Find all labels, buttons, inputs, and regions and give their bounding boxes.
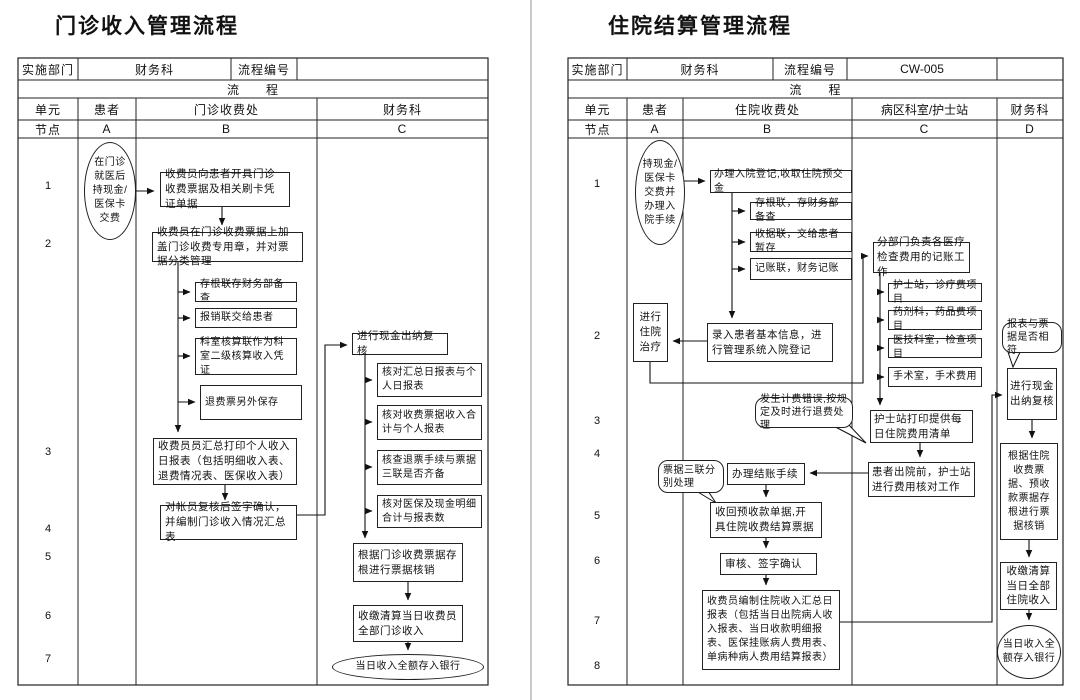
impl-dept-value: 财务科 — [680, 62, 720, 77]
page1-title: 门诊收入管理流程 — [55, 15, 239, 38]
lane-id-d: D — [1025, 122, 1035, 136]
flow-code-value: CW-005 — [900, 62, 944, 76]
node-number: 6 — [44, 610, 52, 622]
flow-step: 进行现金出纳复核 — [352, 330, 448, 357]
flow-substep: 退费票另外保存 — [200, 385, 302, 420]
flow-substep: 核对收费票据收入合计与个人报表 — [377, 405, 482, 440]
flow-step: 收缴清算当日全部住院收入 — [1000, 562, 1057, 610]
lane-header-patient: 患者 — [93, 102, 120, 117]
impl-dept-label: 实施部门 — [571, 62, 624, 77]
node-number: 1 — [44, 180, 52, 192]
flow-band-label: 流 程 — [226, 82, 279, 97]
flow-step: 分部门负责各医疗检查费用的记账工作 — [873, 236, 970, 278]
node-number: 2 — [44, 238, 52, 250]
flow-step: 对帐员复核后签字确认，并编制门诊收入情况汇总表 — [160, 501, 297, 543]
lane-header-cashier: 门诊收费处 — [193, 102, 259, 117]
flow-step: 收回预收款单据,开具住院收费结算票据 — [710, 502, 822, 538]
node-number: 7 — [44, 653, 52, 665]
flow-step: 审核、签字确认 — [720, 553, 817, 575]
flow-substep: 收据联，交给患者暂存 — [750, 229, 852, 254]
node-number: 2 — [593, 330, 601, 342]
node-number: 5 — [593, 510, 601, 522]
flow-substep: 核查退票手续与票据三联是否齐备 — [377, 450, 482, 485]
impl-dept-value: 财务科 — [134, 62, 174, 77]
page-divider — [530, 0, 532, 700]
page2-title: 住院结算管理流程 — [608, 15, 792, 38]
node-number: 7 — [593, 615, 601, 627]
lane-id-b: B — [221, 122, 231, 136]
lane-id-c: C — [397, 122, 408, 136]
node-number: 3 — [593, 415, 601, 427]
flow-substep: 医技科室，检查项目 — [888, 335, 982, 360]
annotation-callout: 报表与票据是否相符 — [1002, 319, 1062, 356]
flow-step: 办理入院登记,收取住院预交金 — [710, 169, 852, 194]
lane-id-a: A — [102, 122, 112, 136]
flow-code-value — [297, 58, 488, 80]
flow-substep: 记账联，财务记账 — [750, 258, 852, 280]
terminator-end: 当日收入全额存入银行 — [997, 625, 1061, 679]
node-number: 8 — [593, 660, 601, 672]
flow-substep: 手术室，手术费用 — [888, 367, 982, 387]
unit-label: 单元 — [34, 102, 61, 117]
flow-step: 办理结账手续 — [727, 463, 805, 485]
flow-substep: 药剂科，药品费项目 — [888, 307, 982, 332]
node-number: 6 — [593, 555, 601, 567]
flow-substep: 报销联交给患者 — [195, 308, 297, 328]
flow-step: 收费员编制住院收入汇总日报表（包括当日出院病人收入报表、当日收款明细报表、医保挂… — [702, 590, 840, 670]
lane-header-finance: 财务科 — [382, 102, 422, 117]
lane-id-a: A — [650, 122, 660, 136]
lane-header-patient: 患者 — [641, 102, 668, 117]
flow-band-label: 流 程 — [789, 82, 842, 97]
flow-step: 根据住院收费票据、预收款票据存根进行票据核销 — [1000, 443, 1058, 540]
lane-header-ward: 病区科室/护士站 — [880, 102, 969, 117]
flow-step: 进行住院治疗 — [633, 303, 668, 362]
terminator-start: 持现金/医保卡交费并办理入院手续 — [635, 140, 685, 245]
node-number: 4 — [593, 448, 601, 460]
terminator-start: 在门诊就医后持现金/医保卡交费 — [84, 142, 136, 240]
flow-step: 收费员员汇总打印个人收入日报表（包括明细收入表、退费情况表、医保收入表） — [153, 438, 297, 485]
flow-step: 进行现金出纳复核 — [1007, 368, 1057, 420]
flow-code-label: 流程编号 — [783, 62, 836, 77]
node-label: 节点 — [34, 122, 61, 137]
lane-id-b: B — [762, 122, 772, 136]
node-number: 5 — [44, 551, 52, 563]
lane-id-c: C — [919, 122, 930, 136]
flow-step: 护士站打印提供每日住院费用清单 — [870, 410, 973, 443]
flow-step: 根据门诊收费票据存根进行票据核销 — [353, 543, 463, 582]
flow-substep: 存根联存财务部备查 — [195, 279, 297, 304]
lane-header-cashier: 住院收费处 — [734, 102, 800, 117]
flow-step: 患者出院前，护士站进行费用核对工作 — [868, 462, 975, 497]
node-number: 1 — [593, 178, 601, 190]
flow-substep: 存根联，存财务部备查 — [750, 198, 852, 223]
lane-header-finance: 财务科 — [1010, 102, 1050, 117]
annotation-callout: 发生计费错误,按规定及时进行退费处理 — [755, 394, 853, 431]
terminator-end: 当日收入全额存入银行 — [332, 654, 484, 680]
flow-step: 收费员在门诊收费票据上加盖门诊收费专用章，并对票据分类管理 — [152, 226, 303, 267]
flow-step: 收费员向患者开具门诊收费票据及相关刷卡凭证单据 — [160, 168, 290, 210]
flow-step: 收缴清算当日收费员全部门诊收入 — [353, 605, 463, 642]
flow-step: 录入患者基本信息，进行管理系统入院登记 — [707, 323, 833, 362]
unit-label: 单元 — [584, 102, 611, 117]
flow-substep: 护士站，诊疗费项目 — [888, 280, 982, 305]
impl-dept-label: 实施部门 — [21, 62, 74, 77]
flow-substep: 核对医保及现金明细合计与报表数 — [377, 495, 482, 528]
flow-code-label: 流程编号 — [237, 62, 290, 77]
node-number: 4 — [44, 523, 52, 535]
flow-substep: 科室核算联作为科室二级核算收入凭证 — [195, 337, 297, 376]
flow-substep: 核对汇总日报表与个人日报表 — [377, 363, 482, 397]
node-label: 节点 — [584, 122, 611, 137]
annotation-callout: 票据三联分别处理 — [658, 460, 724, 493]
node-number: 3 — [44, 446, 52, 458]
